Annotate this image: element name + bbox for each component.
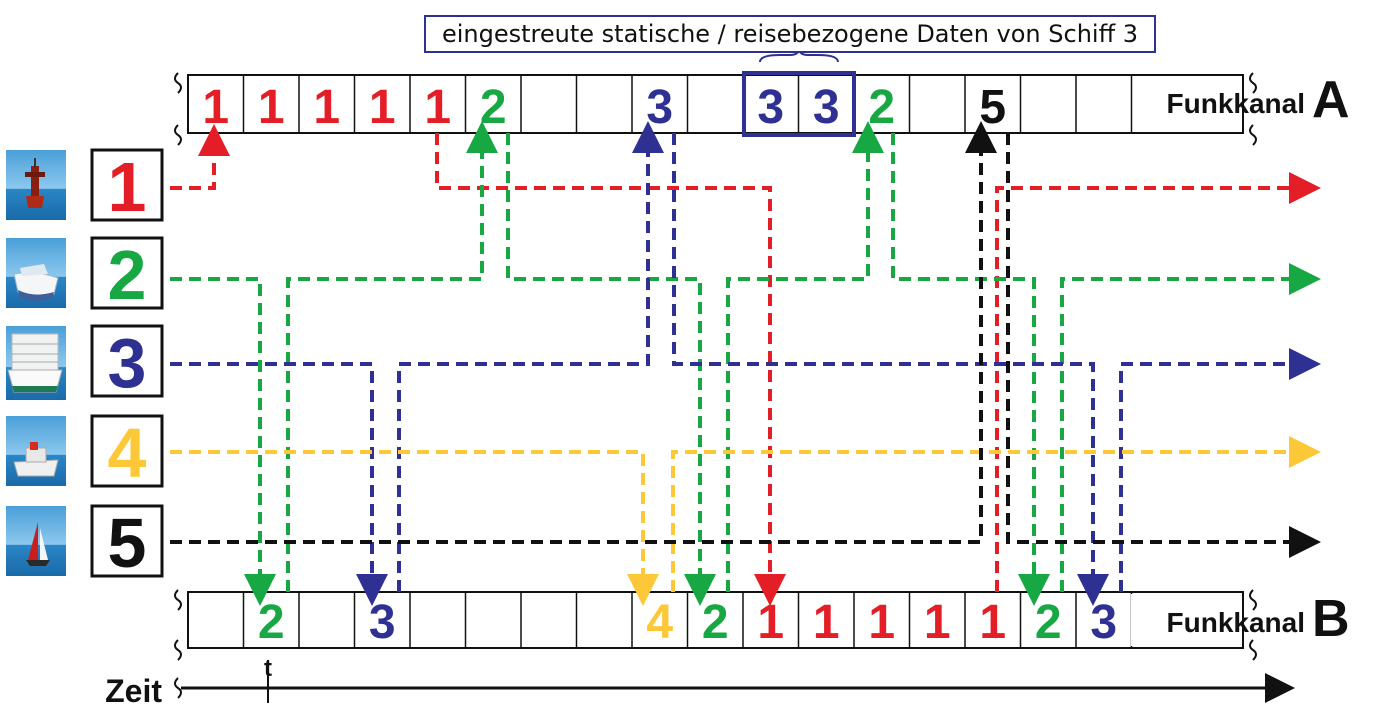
time-marker-label: t — [264, 655, 272, 682]
path-b-to-station-4 — [671, 436, 1321, 592]
channel-b-slot-10-label: 1 — [757, 596, 784, 649]
time-axis-label: Zeit — [105, 673, 162, 706]
channel-a-slot-8-label: 3 — [646, 81, 673, 134]
path-b-to-a-2 — [286, 121, 498, 592]
channel-b-wave-left-bottom — [174, 639, 182, 661]
channel-a-highlight — [742, 71, 856, 137]
channel-b-slot-15-label: 2 — [1035, 596, 1062, 649]
path-b-to-a-3 — [397, 121, 664, 592]
path-station-4-to-b — [170, 450, 659, 606]
channel-b-label-bg — [1131, 594, 1241, 646]
channel-a-slot-2-label: 1 — [313, 81, 340, 134]
channel-a-slot-0-label: 1 — [202, 81, 229, 134]
channel-b-slot-12-label: 1 — [868, 596, 895, 649]
station-3-number: 3 — [108, 324, 147, 402]
channel-a-slot-12-label: 2 — [868, 81, 895, 134]
path-station-1-to-a — [170, 124, 230, 190]
channel-b-wave-right-bottom — [1249, 639, 1257, 661]
channel-b-slot-11-label: 1 — [813, 596, 840, 649]
path-station-2-to-b — [170, 277, 276, 606]
channel-a-slot-14-label: 5 — [979, 81, 1006, 134]
buoy-icon — [6, 150, 66, 220]
channel-b-slot-1-label: 2 — [258, 596, 285, 649]
time-axis: Zeit t — [105, 655, 1295, 706]
signal-paths — [170, 121, 1321, 606]
station-5-box — [90, 504, 164, 578]
path-b-to-station-1 — [995, 172, 1321, 592]
channel-b-slot-8-label: 4 — [646, 596, 673, 649]
channel-b-wave-right-top — [1249, 589, 1257, 611]
channel-b-slot-9-label: 2 — [702, 596, 729, 649]
channel-b-slot-13-label: 1 — [924, 596, 951, 649]
station-icons — [6, 150, 66, 576]
path-a-to-b-2 — [506, 133, 716, 606]
channel-a-wave-left-top — [174, 72, 182, 94]
channel-b-slot-14-label: 1 — [979, 596, 1006, 649]
path-b-to-a-2b — [726, 121, 884, 592]
channel-a-wave-left-bottom — [174, 124, 182, 146]
channel-a-letter: A — [1312, 71, 1350, 129]
channel-a-frame — [187, 74, 1244, 134]
station-1-box — [90, 148, 164, 222]
channel-a-wave-right-top — [1249, 72, 1257, 94]
station-4-box — [90, 414, 164, 488]
sailboat-icon — [6, 506, 66, 576]
channel-a-slot-5-label: 2 — [480, 81, 507, 134]
channel-b-slot-3-label: 3 — [369, 596, 396, 649]
channel-a-wave-right-bottom — [1249, 124, 1257, 146]
channel-a-slot-4-label: 1 — [424, 81, 451, 134]
cruise-ship-icon — [6, 326, 66, 400]
station-boxes: 1 2 3 4 5 — [90, 148, 164, 582]
path-a-to-b-3 — [672, 133, 1109, 606]
motorboat-icon — [6, 238, 66, 308]
annotation-text: eingestreute statische / reisebezogene D… — [442, 20, 1138, 48]
path-station-5-to-a — [170, 121, 997, 544]
channel-a-slot-1-label: 1 — [258, 81, 285, 134]
path-a-to-b-1 — [435, 133, 786, 606]
annotation-box: eingestreute statische / reisebezogene D… — [424, 15, 1156, 53]
channel-b-wave-left-top — [174, 589, 182, 611]
channel-a-label: Funkkanal — [1167, 88, 1305, 119]
channel-b-letter: B — [1312, 590, 1350, 648]
time-axis-wave — [174, 677, 182, 699]
station-5-number: 5 — [108, 504, 147, 582]
channel-a-slot-10-label: 3 — [757, 81, 784, 134]
station-3-box — [90, 324, 164, 398]
path-a-to-station-5 — [1006, 133, 1321, 558]
channel-b-label: Funkkanal — [1167, 607, 1305, 638]
channel-b-slot-16-label: 3 — [1090, 596, 1117, 649]
station-2-box — [90, 236, 164, 310]
channel-a-slot-11-label: 3 — [813, 81, 840, 134]
tugboat-icon — [6, 416, 66, 486]
path-b-to-station-3 — [1119, 348, 1321, 592]
path-a-to-b-2b — [891, 133, 1050, 606]
station-4-number: 4 — [108, 414, 147, 492]
channel-a-slot-3-label: 1 — [369, 81, 396, 134]
path-station-3-to-b — [170, 362, 388, 606]
station-1-number: 1 — [108, 148, 147, 226]
path-b-to-station-2 — [1060, 263, 1321, 592]
station-2-number: 2 — [108, 236, 147, 314]
